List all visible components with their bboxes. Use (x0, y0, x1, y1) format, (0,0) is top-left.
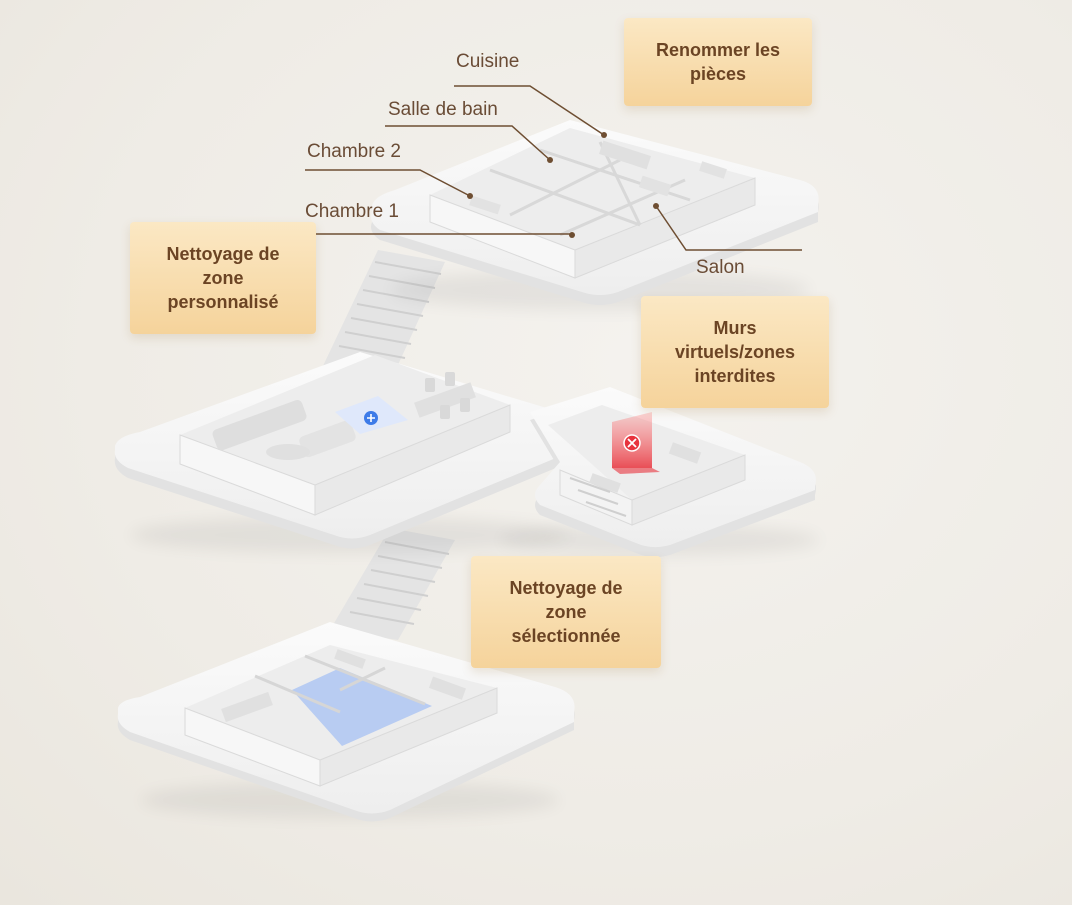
selected-zone (292, 668, 432, 746)
room-label-bathroom: Salle de bain (388, 99, 498, 120)
room-label-bedroom1: Chambre 1 (305, 201, 399, 222)
callout-virtual-walls: Murs virtuels/zones interdites (641, 296, 829, 408)
floor-plan-top (371, 120, 819, 310)
callout-custom-zone: Nettoyage de zone personnalisé (130, 222, 316, 334)
room-label-living: Salon (696, 257, 745, 278)
callout-rename-rooms: Renommer les pièces (624, 18, 812, 106)
floor-plan-bottom (117, 622, 575, 822)
leader-lines (305, 85, 802, 251)
floor-plan-middle (114, 352, 581, 553)
room-label-bedroom2: Chambre 2 (307, 141, 401, 162)
callout-selected-zone: Nettoyage de zone sélectionnée (471, 556, 661, 668)
room-label-kitchen: Cuisine (456, 51, 520, 72)
staircase-lower (330, 528, 455, 640)
floor-plan-side (500, 387, 820, 558)
